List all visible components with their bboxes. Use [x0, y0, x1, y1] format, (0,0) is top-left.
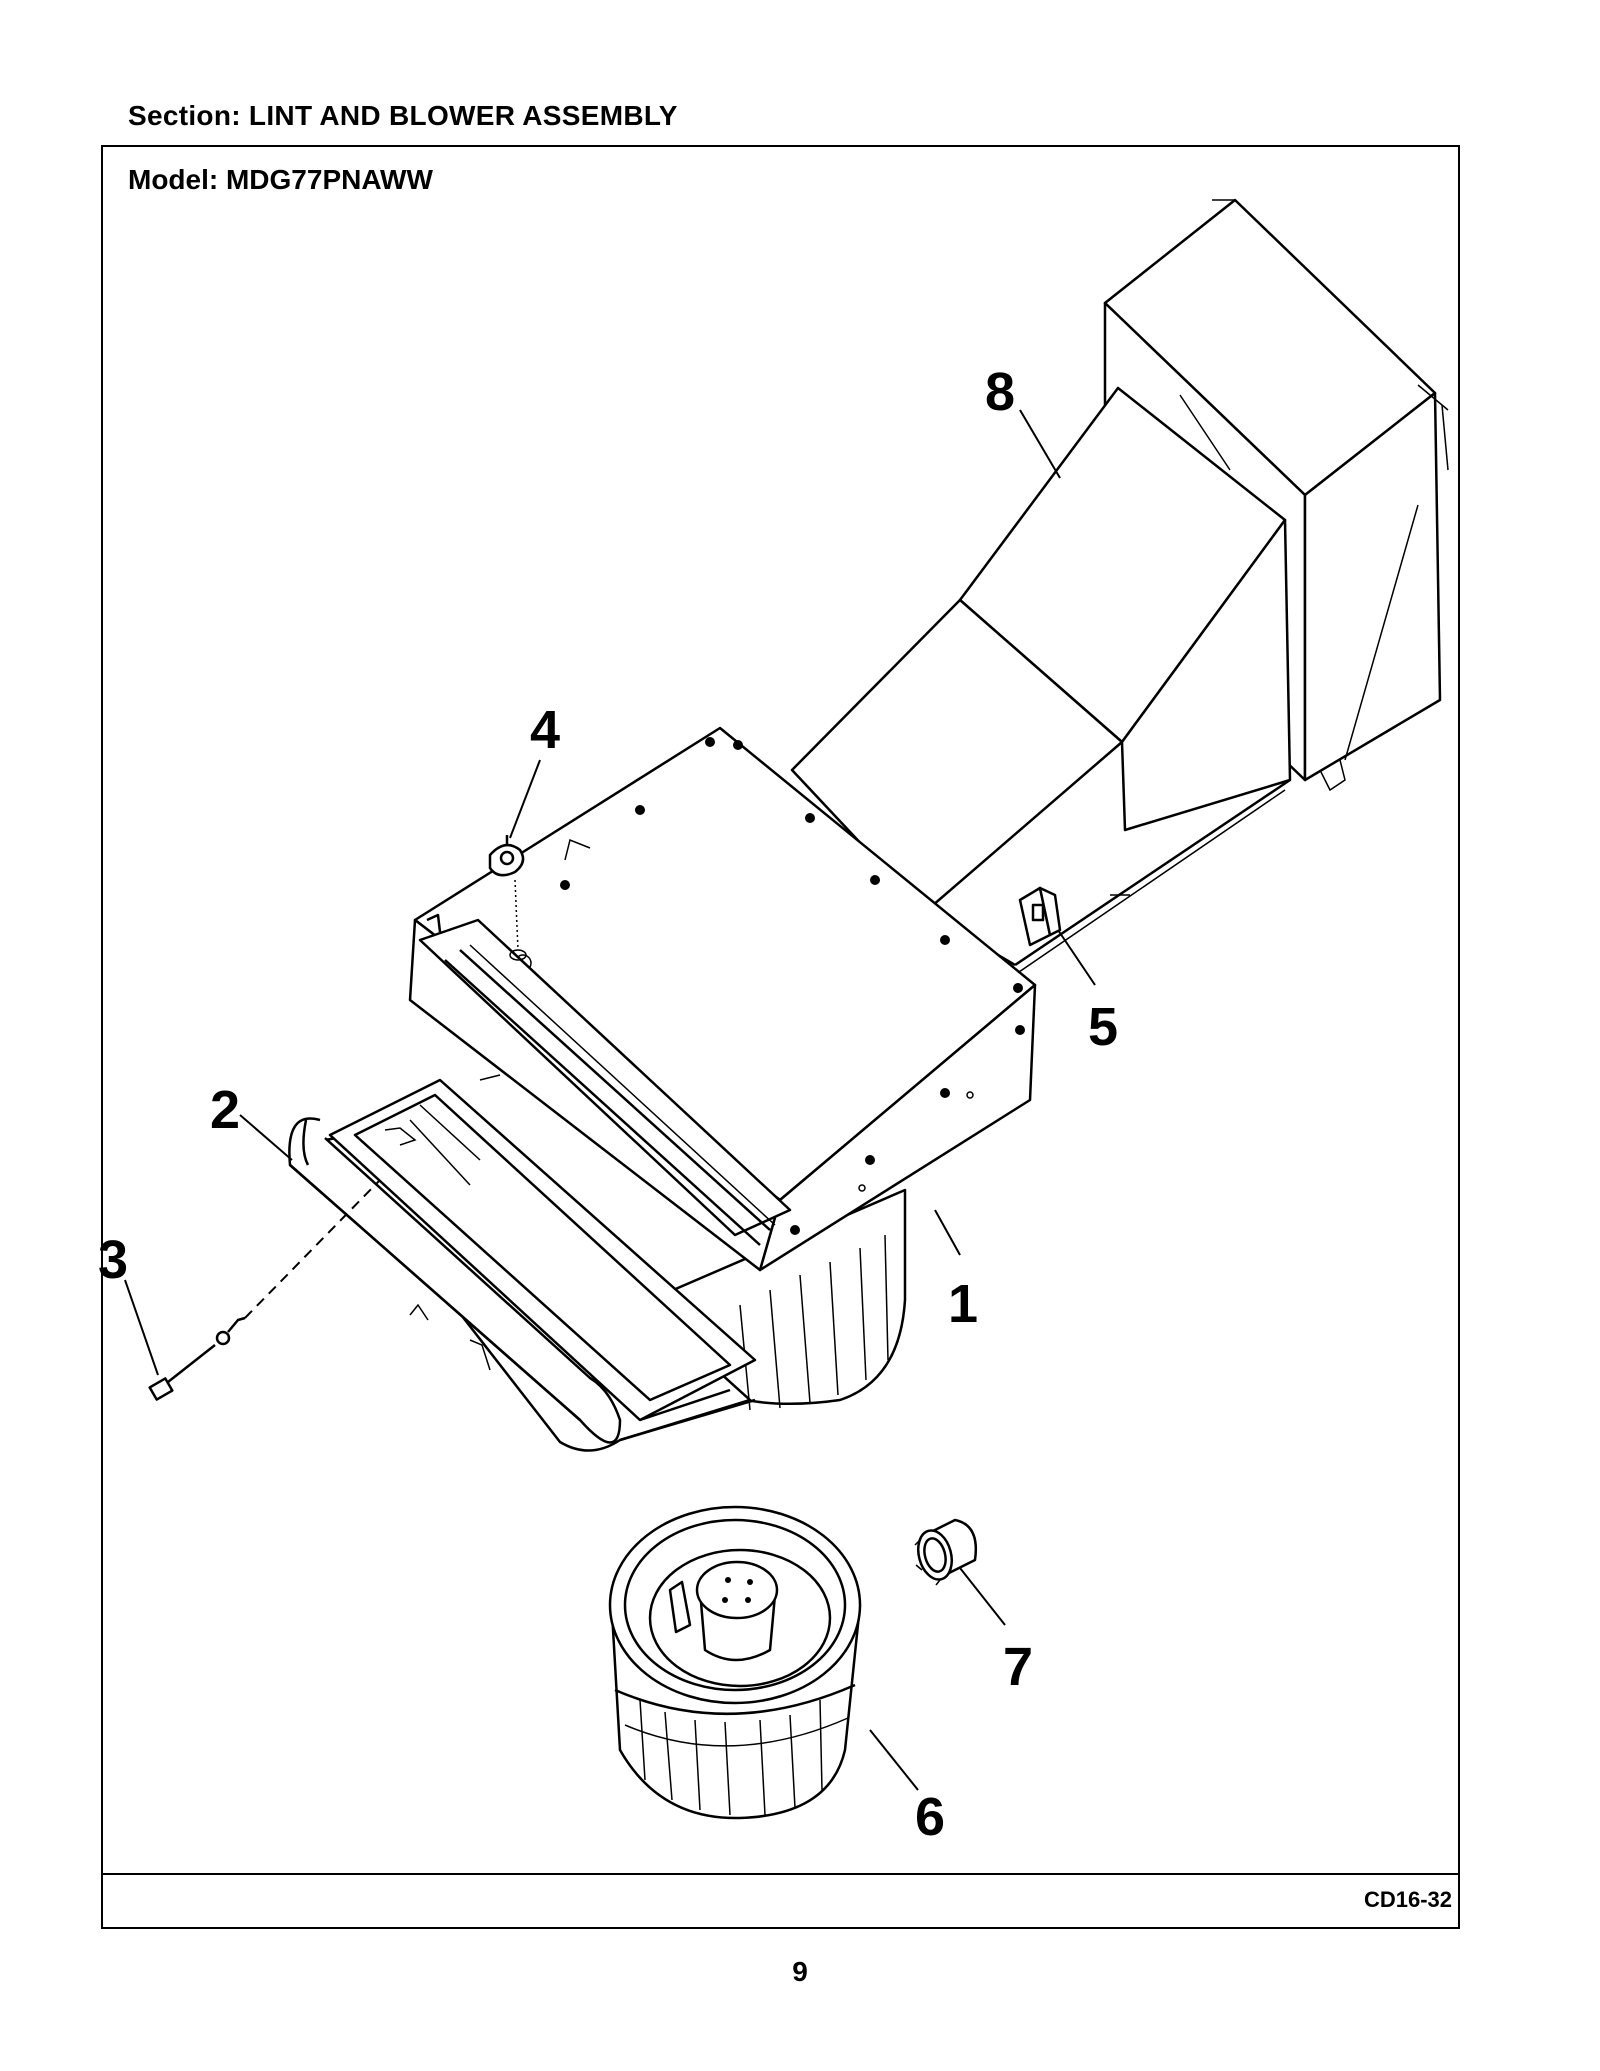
callout-6: 6	[915, 1787, 945, 1847]
leader-4	[509, 759, 541, 839]
callout-4: 4	[530, 700, 560, 760]
section-title: Section: LINT AND BLOWER ASSEMBLY	[128, 100, 678, 131]
blower-wheel-part-6	[608, 1505, 862, 1820]
switch-part-5	[1018, 886, 1062, 947]
footer-divider	[101, 1873, 1460, 1875]
thermostat-part-4	[488, 835, 527, 961]
leader-5	[1057, 929, 1096, 986]
callout-5: 5	[1088, 997, 1118, 1057]
mount-dashed-line	[244, 1179, 381, 1319]
callout-8: 8	[985, 362, 1015, 422]
callout-7: 7	[1003, 1637, 1033, 1697]
leader-2	[239, 1114, 293, 1161]
callout-3: 3	[98, 1230, 128, 1290]
lint-duct-housing-part-1	[408, 726, 1037, 1411]
callout-2: 2	[210, 1080, 240, 1140]
leader-6	[869, 1729, 919, 1791]
leader-1	[934, 1209, 961, 1256]
page-number: 9	[792, 1956, 808, 1987]
motor-coupling-part-7	[914, 1518, 978, 1586]
lint-filter-part-2	[288, 1074, 757, 1452]
drawing-code: CD16-32	[1363, 1887, 1452, 1912]
sensor-part-3	[148, 1316, 246, 1401]
leader-8	[1019, 409, 1061, 479]
exhaust-duct-part-8	[790, 198, 1449, 986]
model-title: Model: MDG77PNAWW	[128, 164, 433, 195]
leader-7	[959, 1567, 1006, 1626]
diagram-frame	[101, 145, 1460, 1929]
leader-3	[124, 1279, 159, 1376]
callout-1: 1	[948, 1274, 978, 1334]
